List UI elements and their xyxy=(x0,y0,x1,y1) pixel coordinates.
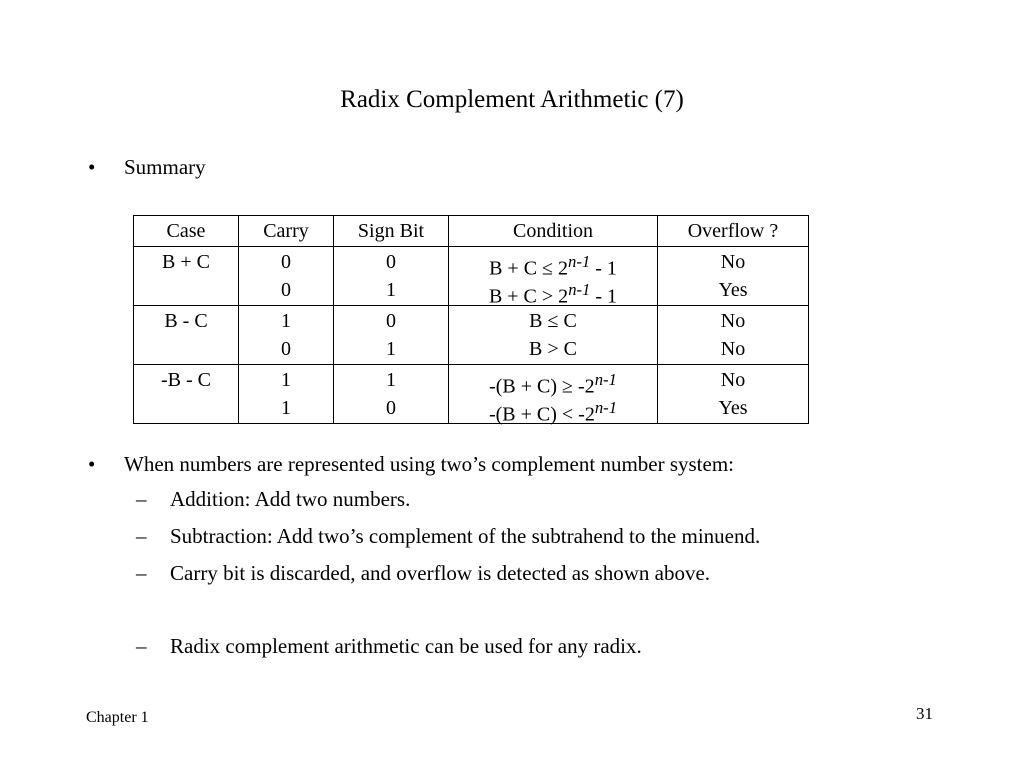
cell-carry: 1 0 xyxy=(238,305,334,365)
dash-marker: – xyxy=(136,487,147,511)
bullet-marker: • xyxy=(88,452,96,476)
header-case: Case xyxy=(133,215,239,247)
condition-line: B > C xyxy=(529,338,577,360)
table-header-row: Case Carry Sign Bit Condition Overflow ? xyxy=(133,215,809,247)
bullet-summary: • Summary xyxy=(88,154,206,180)
bullet-marker: • xyxy=(88,155,96,179)
header-condition: Condition xyxy=(448,215,658,247)
cell-case: -B - C xyxy=(133,364,239,424)
table-row: -B - C 1 1 1 0 -(B + C) ≥ -2n-1 -(B + C)… xyxy=(133,364,809,426)
sub-item-radix: –Radix complement arithmetic can be used… xyxy=(136,634,642,658)
header-carry: Carry xyxy=(238,215,334,247)
slide-title: Radix Complement Arithmetic (7) xyxy=(340,86,684,113)
cell-case: B + C xyxy=(133,246,239,306)
dash-marker: – xyxy=(136,524,147,548)
sub-item-addition: –Addition: Add two numbers. xyxy=(136,487,411,511)
footer-chapter: Chapter 1 xyxy=(86,709,149,726)
condition-line: -(B + C) < -2n-1 xyxy=(488,398,618,426)
cell-overflow: No Yes xyxy=(657,364,809,424)
header-sign-bit: Sign Bit xyxy=(333,215,449,247)
sub-item-carry: –Carry bit is discarded, and overflow is… xyxy=(136,561,711,585)
condition-line: B + C > 2n-1 - 1 xyxy=(488,280,618,308)
bullet-twos-complement: • When numbers are represented using two’… xyxy=(88,451,734,477)
cell-sign-bit: 1 0 xyxy=(333,364,449,424)
cell-carry: 0 0 xyxy=(238,246,334,306)
page-number: 31 xyxy=(916,704,933,723)
condition-line: B + C ≤ 2n-1 - 1 xyxy=(489,252,617,280)
cell-sign-bit: 0 1 xyxy=(333,246,449,306)
condition-line: B ≤ C xyxy=(529,310,577,332)
dash-marker: – xyxy=(136,561,147,585)
bullet-summary-text: Summary xyxy=(124,155,206,179)
cell-condition: B ≤ C B > C xyxy=(448,305,658,365)
overflow-summary-table: Case Carry Sign Bit Condition Overflow ?… xyxy=(133,215,809,426)
cell-condition: B + C ≤ 2n-1 - 1 B + C > 2n-1 - 1 xyxy=(448,246,658,308)
table-row: B - C 1 0 0 1 B ≤ C B > C No No xyxy=(133,305,809,365)
cell-overflow: No No xyxy=(657,305,809,365)
cell-overflow: No Yes xyxy=(657,246,809,306)
header-overflow: Overflow ? xyxy=(657,215,809,247)
cell-sign-bit: 0 1 xyxy=(333,305,449,365)
cell-carry: 1 1 xyxy=(238,364,334,424)
bullet-twos-complement-text: When numbers are represented using two’s… xyxy=(124,452,735,476)
cell-condition: -(B + C) ≥ -2n-1 -(B + C) < -2n-1 xyxy=(448,364,658,426)
sub-item-subtraction: –Subtraction: Add two’s complement of th… xyxy=(136,524,761,548)
table-row: B + C 0 0 0 1 B + C ≤ 2n-1 - 1 B + C > 2… xyxy=(133,246,809,308)
cell-case: B - C xyxy=(133,305,239,365)
dash-marker: – xyxy=(136,634,147,658)
condition-line: -(B + C) ≥ -2n-1 xyxy=(489,370,617,398)
